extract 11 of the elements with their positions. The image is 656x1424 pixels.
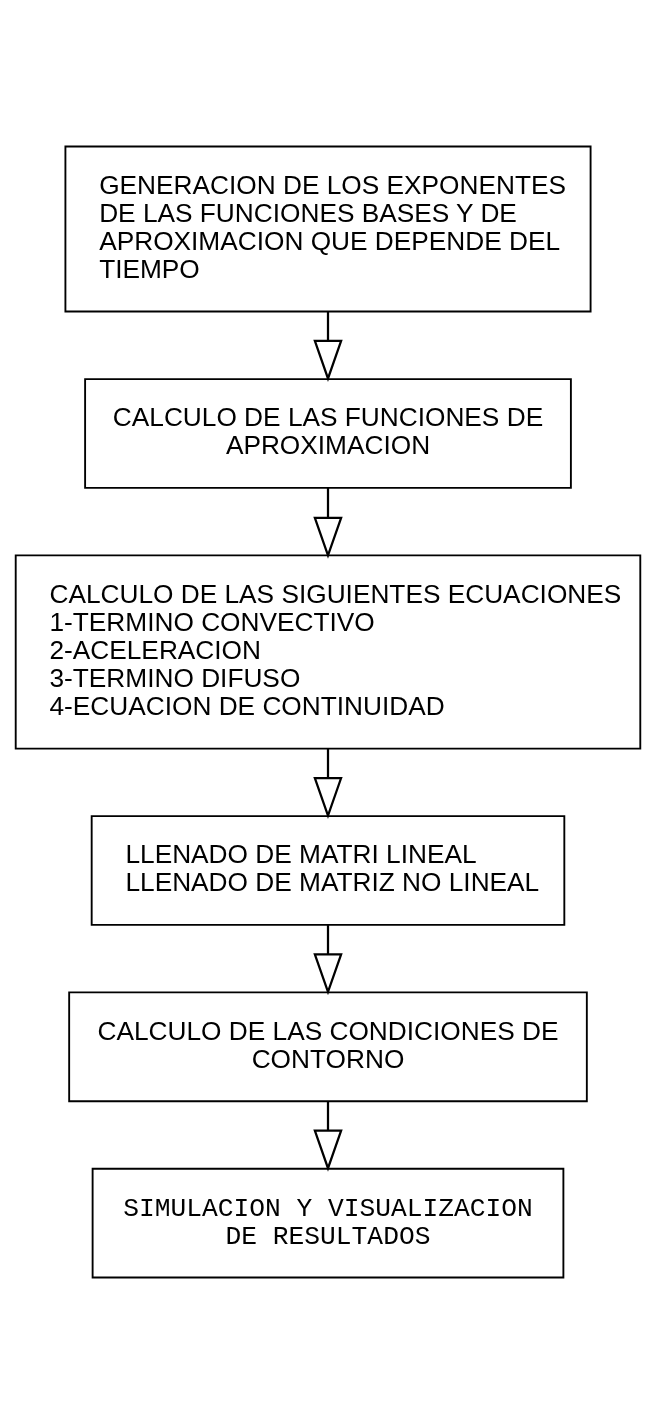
arrow: [313, 311, 343, 382]
arrow: [313, 925, 343, 996]
node-box: CALCULO DE LAS CONDICIONES DE CONTORNO: [68, 991, 588, 1103]
node-box: LLENADO DE MATRI LINEAL LLENADO DE MATRIZ NO LINEAL: [90, 815, 566, 926]
node-box: SIMULACION Y VISUALIZACION DE RESULTADOS: [91, 1167, 565, 1279]
arrow: [313, 1101, 343, 1172]
arrow: [313, 748, 343, 819]
node-box: CALCULO DE LAS SIGUIENTES ECUACIONES 1-TERMINO CONVECTIVO 2-ACELERACION 3-TERMINO DIFUSO 4-ECUACION DE CONTINUIDAD: [14, 554, 642, 750]
node-box: CALCULO DE LAS FUNCIONES DE APROXIMACION: [84, 378, 572, 489]
arrow: [313, 487, 343, 559]
node-box: GENERACION DE LOS EXPONENTES DE LAS FUNCIONES BASES Y DE APROXIMACION QUE DEPENDE DEL TIEMPO: [64, 145, 592, 313]
